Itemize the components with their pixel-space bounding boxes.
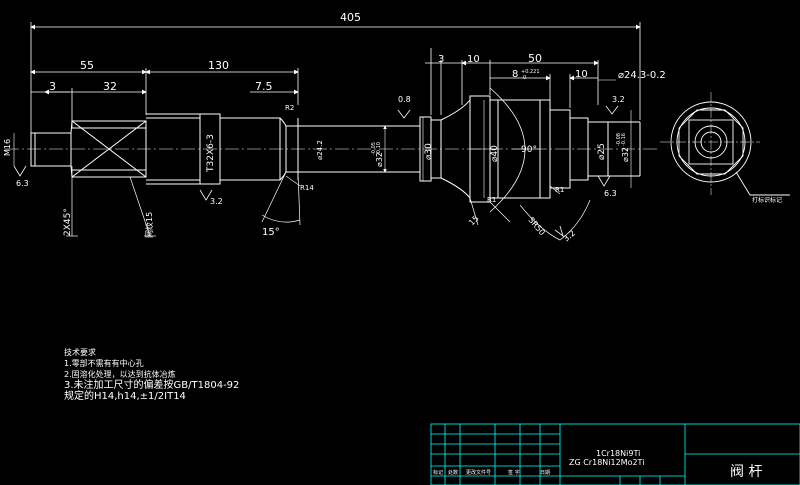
tol-8-upper: +0.221 bbox=[521, 69, 540, 75]
tol-32-c: -0.08 bbox=[616, 133, 622, 146]
label-r2: R2 bbox=[285, 104, 294, 112]
end-view-note: 打标识标记 bbox=[752, 196, 782, 204]
notes-line-1: 1.零部不需有有中心孔 bbox=[64, 359, 144, 368]
right-dimensions bbox=[425, 48, 599, 115]
angle-90: 90° bbox=[521, 145, 537, 155]
dim-40: ⌀40 bbox=[490, 145, 500, 162]
material-2: ZG Cr18Ni12Mo2Ti bbox=[569, 458, 644, 467]
label-r1-a: R1 bbox=[487, 196, 496, 204]
leader-r1-b bbox=[549, 185, 561, 195]
dim-130: 130 bbox=[208, 59, 229, 72]
tol-32-a: -0.05 bbox=[371, 142, 377, 155]
roughness-0-8: 0.8 bbox=[398, 95, 411, 104]
title-block bbox=[430, 423, 800, 485]
dim-thread: T32X6-3 bbox=[206, 134, 216, 173]
dim-7-5: 7.5 bbox=[255, 80, 273, 93]
roughness-3-2-right: 3.2 bbox=[612, 95, 625, 104]
dim-30: ⌀30 bbox=[424, 143, 434, 160]
row-label-3: 签 字 bbox=[508, 469, 520, 476]
roughness-6-3-left: 6.3 bbox=[16, 179, 29, 188]
angle-15-a: 15° bbox=[262, 227, 280, 238]
row-label-0: 标记 bbox=[433, 469, 443, 476]
dim-55: 55 bbox=[80, 59, 94, 72]
roughness-6-3-right: 6.3 bbox=[604, 189, 617, 198]
label-r1-b: R1 bbox=[555, 186, 564, 194]
part-name: 阀 杆 bbox=[730, 464, 762, 480]
sr50-leader bbox=[519, 199, 591, 241]
dim-50: 50 bbox=[528, 52, 542, 65]
notes-line-4: 规定的H14,h14,±1/2IT14 bbox=[64, 391, 186, 402]
dim-25: ⌀25 bbox=[597, 143, 607, 160]
sr50-arc bbox=[489, 87, 526, 213]
leader-r14 bbox=[285, 175, 301, 187]
dim-3-right: 3 bbox=[438, 54, 444, 65]
roughness-3-2-mid: 3.2 bbox=[210, 197, 223, 206]
row-label-2: 更改文件号 bbox=[466, 469, 491, 476]
label-knurl: 网纹15 bbox=[144, 212, 154, 238]
notes-line-2: 2.固溶化处理，以达到抗体冶炼 bbox=[64, 370, 176, 379]
label-chamfer: 2X45° bbox=[63, 208, 73, 236]
roughness-3-2-low: 3.2 bbox=[562, 228, 578, 243]
dim-8: 8 bbox=[512, 69, 518, 80]
technical-notes: 技术要求 1.零部不需有有中心孔 2.固溶化处理，以达到抗体冶炼 3.未注加工尺… bbox=[64, 347, 239, 402]
row-label-4: 日期 bbox=[540, 470, 550, 476]
label-sr50: SR50 bbox=[526, 216, 546, 238]
dim-32: 32 bbox=[103, 80, 117, 93]
dimension-row-2 bbox=[30, 68, 299, 128]
label-r14: R14 bbox=[300, 184, 314, 192]
overall-dimension bbox=[30, 22, 641, 135]
tol-32-d: -0.16 bbox=[621, 133, 627, 146]
dim-10-a: 10 bbox=[467, 54, 480, 65]
row-label-1: 处数 bbox=[448, 469, 458, 476]
roughness-symbols bbox=[13, 105, 619, 238]
dim-24-3: ⌀24.3-0.2 bbox=[618, 70, 666, 81]
lower-left-leaders bbox=[66, 166, 156, 237]
angle-15-lines bbox=[261, 171, 511, 226]
dim-10-b: 10 bbox=[575, 69, 588, 80]
dim-24-2: ⌀24.2 bbox=[316, 140, 324, 160]
dim-32-b: ⌀32 bbox=[621, 147, 630, 162]
dim-m16: M16 bbox=[3, 139, 12, 156]
angle-15-b: 15 bbox=[467, 214, 481, 228]
notes-title: 技术要求 bbox=[64, 348, 96, 357]
material-1: 1Cr18Ni9Ti bbox=[596, 449, 640, 458]
notes-line-3: 3.未注加工尺寸的偏差按GB/T1804-92 bbox=[64, 380, 240, 391]
dim-32-a: ⌀32 bbox=[375, 152, 384, 167]
tol-8-lower: 0 bbox=[523, 75, 526, 81]
dim-405: 405 bbox=[340, 11, 361, 24]
end-view bbox=[660, 92, 790, 196]
dim-3-left: 3 bbox=[49, 80, 56, 93]
tol-32-b: -0.10 bbox=[376, 142, 382, 155]
